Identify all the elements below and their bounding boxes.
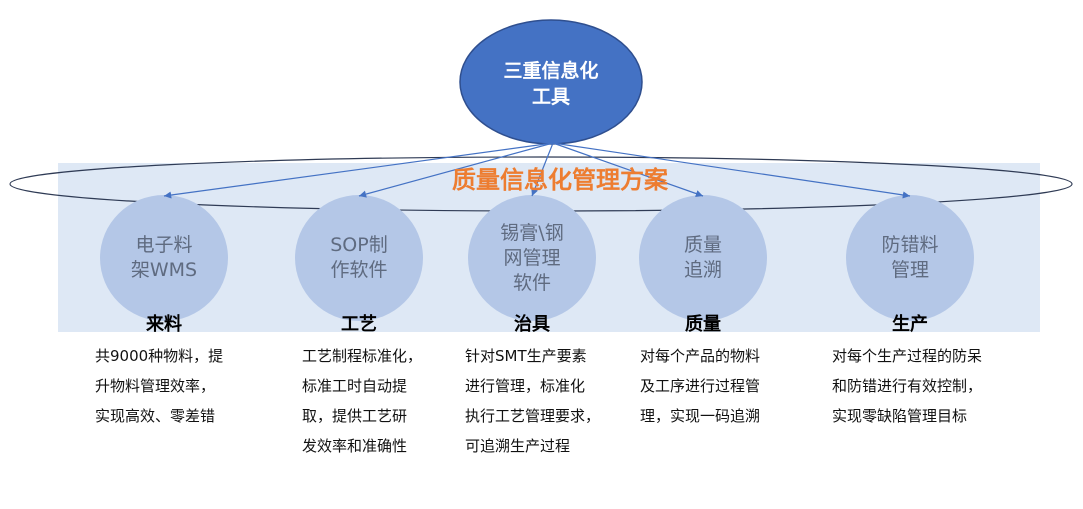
node-label: 防错料管理 — [845, 233, 975, 283]
node-label-line: 质量 — [683, 234, 722, 256]
node-label-line: 防错料 — [881, 234, 939, 256]
connector-arrow — [552, 142, 911, 199]
root-line-1: 三重信息化 — [503, 60, 599, 82]
node-label: 锡膏\钢网管理软件 — [467, 221, 597, 296]
root-line-2: 工具 — [531, 86, 570, 108]
node-label-line: 追溯 — [683, 259, 722, 281]
node-label-line: 作软件 — [330, 259, 388, 281]
category-description: 工艺制程标准化， 标准工时自动提 取，提供工艺研 发效率和准确性 — [302, 347, 423, 455]
category-label: 质量 — [685, 314, 721, 335]
solution-title: 质量信息化管理方案 — [452, 166, 668, 194]
node-label-line: 管理 — [890, 259, 929, 281]
node-label: SOP制作软件 — [294, 233, 424, 283]
category-description: 对每个生产过程的防呆 和防错进行有效控制， 实现零缺陷管理目标 — [832, 347, 983, 425]
connector-arrow — [163, 142, 554, 199]
connector-arrow — [531, 142, 554, 197]
node-circle — [295, 195, 423, 321]
category-label: 生产 — [892, 314, 928, 335]
node-circle — [468, 195, 596, 321]
connector-arrow — [358, 142, 554, 198]
category-description: 共9000种物料，提 升物料管理效率， 实现高效、零差错 — [95, 347, 224, 425]
node-circle — [846, 195, 974, 321]
category-description: 对每个产品的物料 及工序进行过程管 理，实现一码追溯 — [640, 347, 761, 425]
root-label: 三重信息化 工具 — [471, 58, 631, 110]
node-label-line: SOP制 — [330, 234, 388, 256]
node-label-line: 软件 — [512, 271, 551, 294]
category-label: 治具 — [514, 314, 550, 335]
connector-arrow — [552, 142, 704, 197]
node-label-line: 锡膏\钢 — [500, 221, 564, 244]
node-label-line: 电子料 — [135, 234, 193, 256]
node-circle — [639, 195, 767, 321]
node-circle — [100, 195, 228, 321]
category-description: 针对SMT生产要素 进行管理，标准化 执行工艺管理要求， 可追溯生产过程 — [465, 347, 601, 455]
node-label: 质量追溯 — [638, 233, 768, 283]
category-label: 来料 — [146, 314, 182, 335]
category-label: 工艺 — [341, 314, 377, 335]
node-label-line: 网管理 — [503, 246, 561, 269]
node-label: 电子料架WMS — [99, 233, 229, 283]
node-label-line: 架WMS — [130, 259, 198, 281]
